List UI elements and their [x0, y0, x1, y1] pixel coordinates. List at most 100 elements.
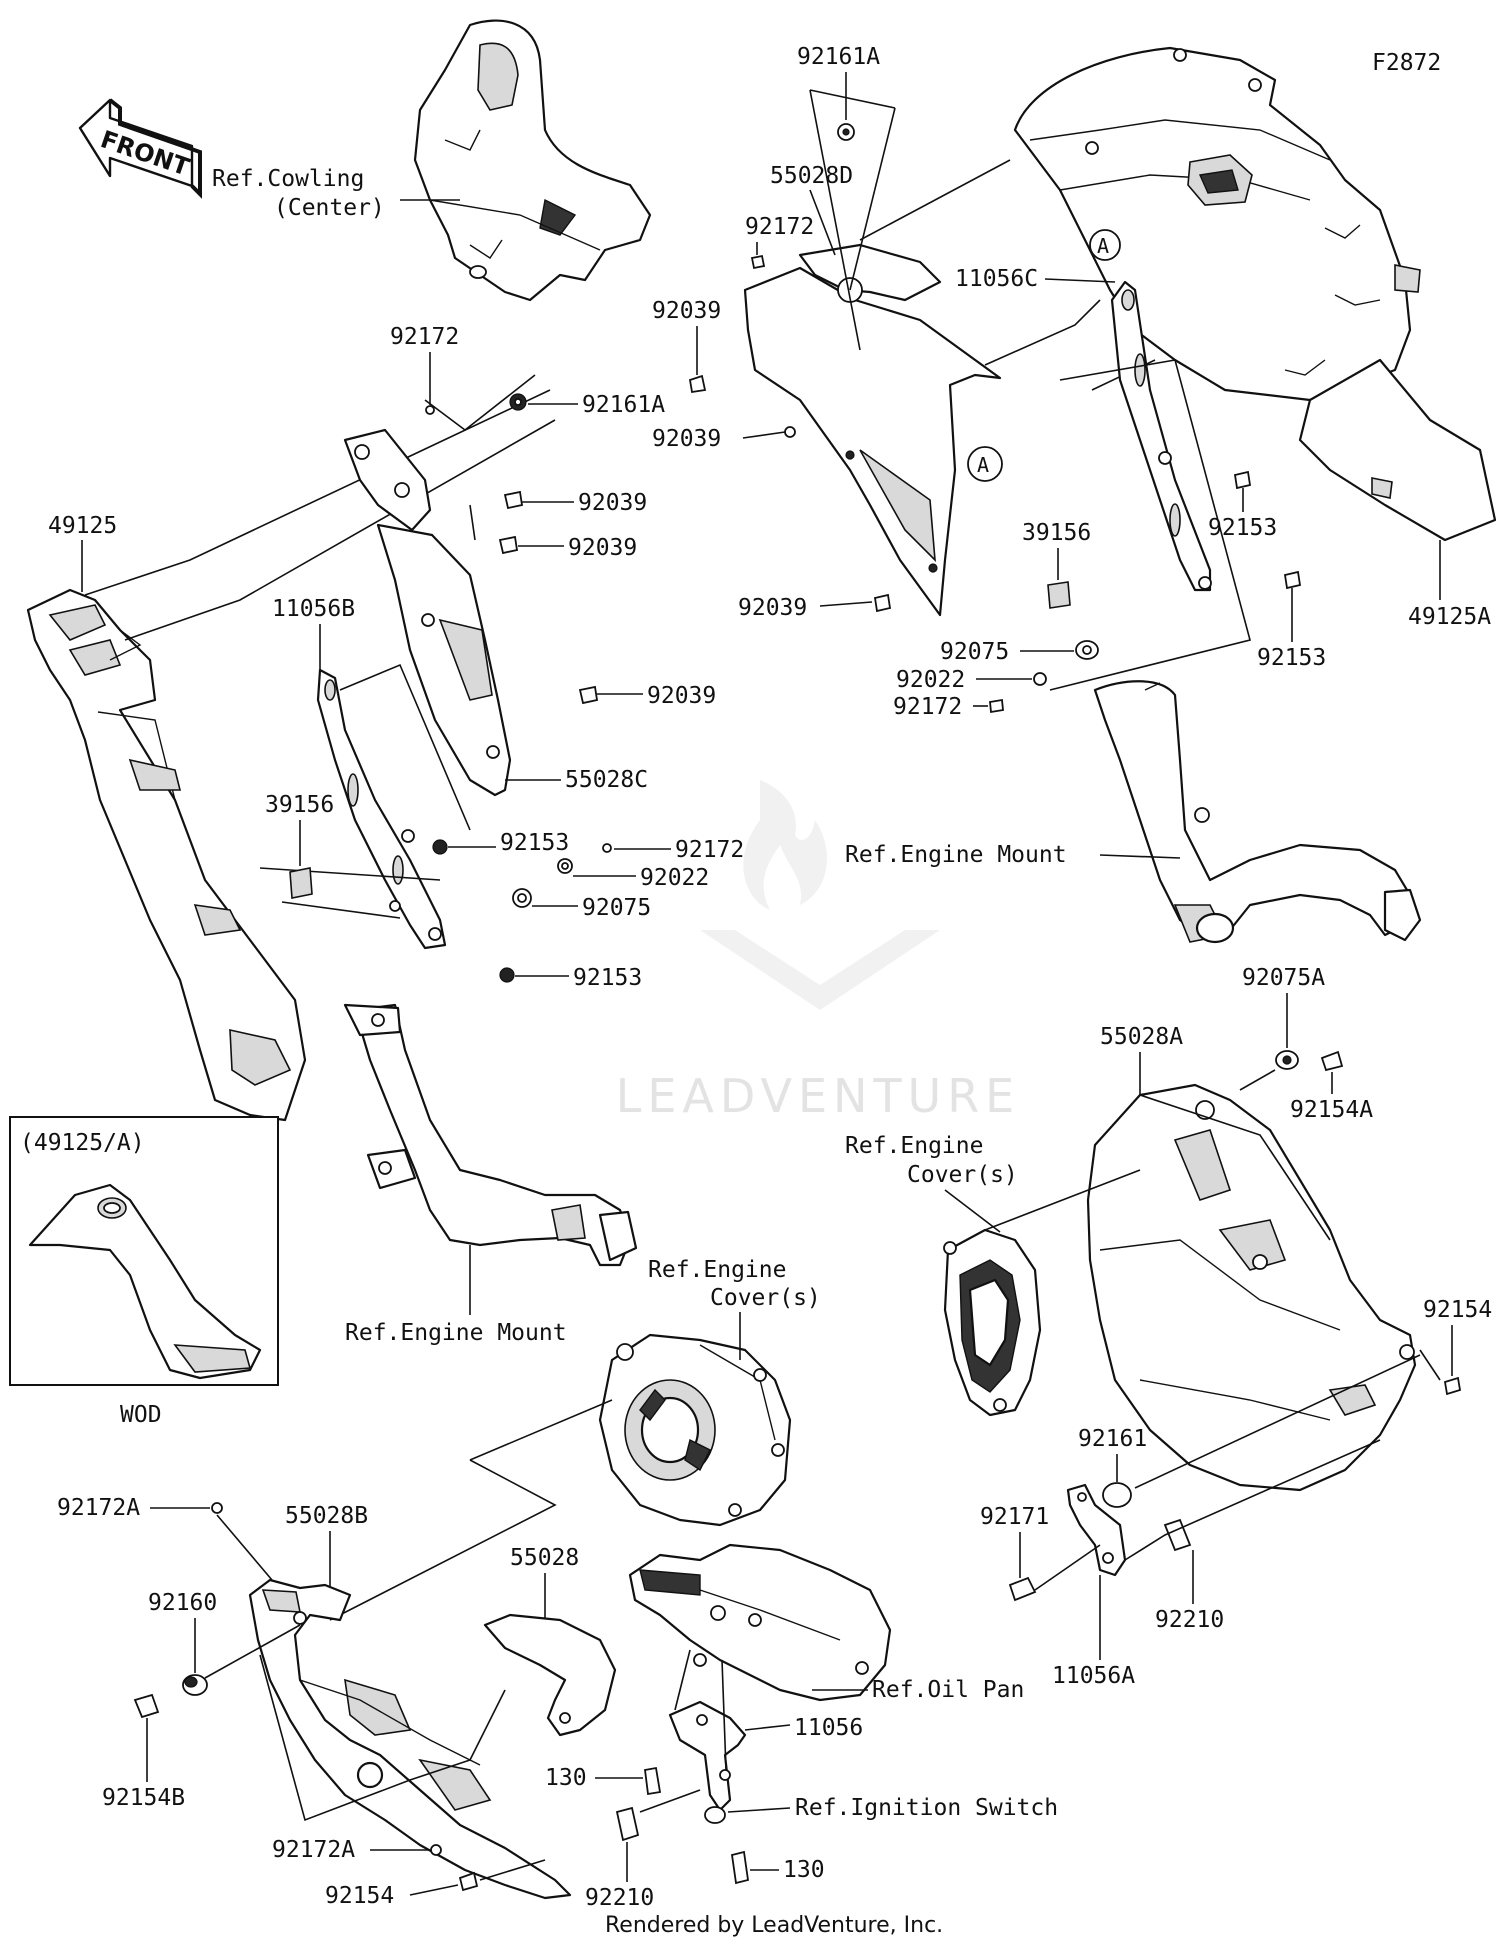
part-92210-lower [615, 1806, 640, 1842]
callout-55028D: 55028D [770, 163, 853, 189]
part-92154-right [1443, 1376, 1462, 1396]
part-49125 [26, 588, 307, 1122]
callout-49125A: 49125A [1408, 604, 1491, 630]
part-55028B [248, 1578, 572, 1900]
inset-title: (49125/A) [20, 1130, 145, 1156]
part-130-upper [644, 1766, 662, 1796]
ignition-switch-grommet [704, 1806, 726, 1824]
callout-49125: 49125 [48, 513, 117, 539]
callout-92039-left3: 92039 [647, 683, 716, 709]
callout-92022-right: 92022 [896, 667, 965, 693]
callout-92171: 92171 [980, 1504, 1049, 1530]
callout-55028C: 55028C [565, 767, 648, 793]
ref-engine-cover-right-line2: Cover(s) [907, 1162, 1018, 1188]
callout-130-lower: 130 [783, 1857, 825, 1883]
part-11056A [1066, 1483, 1127, 1577]
callout-A-upper: A [1097, 234, 1109, 258]
ref-engine-cover-center-line1: Ref.Engine [648, 1257, 786, 1283]
callout-92154B: 92154B [102, 1785, 185, 1811]
part-55028D [743, 243, 1002, 617]
callout-92161A-top: 92161A [797, 44, 880, 70]
ref-engine-cover-center-line2: Cover(s) [710, 1285, 821, 1311]
callout-55028B: 55028B [285, 1503, 368, 1529]
callout-130-upper: 130 [545, 1765, 587, 1791]
callout-92161A-left: 92161A [582, 392, 665, 418]
part-39156-right [1047, 581, 1071, 609]
part-92154B [133, 1693, 160, 1719]
footer-credit: Rendered by LeadVenture, Inc. [605, 1913, 943, 1938]
callout-A-lower: A [977, 453, 989, 477]
callout-39156-left: 39156 [265, 792, 334, 818]
engine-cover-center [598, 1333, 792, 1527]
ref-engine-mount-right: Ref.Engine Mount [845, 842, 1067, 868]
ref-engine-cover-right-line1: Ref.Engine [845, 1133, 983, 1159]
callout-11056B: 11056B [272, 596, 355, 622]
callout-92161: 92161 [1078, 1426, 1147, 1452]
callout-92022-left: 92022 [640, 865, 709, 891]
callout-92154-lower: 92154 [325, 1883, 394, 1909]
callout-55028: 55028 [510, 1545, 579, 1571]
oil-pan [628, 1543, 892, 1702]
watermark-text: LEADVENTURE [616, 1069, 1021, 1123]
callout-92039-left2: 92039 [568, 535, 637, 561]
part-55028C [343, 428, 512, 797]
callout-11056C: 11056C [955, 266, 1038, 292]
cowling-center [413, 19, 652, 302]
callout-92153-left1: 92153 [500, 830, 569, 856]
callout-92160: 92160 [148, 1590, 217, 1616]
figure-code: F2872 [1372, 50, 1441, 76]
part-92172A-upper [211, 1502, 223, 1514]
callout-92075-left: 92075 [582, 895, 651, 921]
callout-labels: 92161A 55028D 92172 92039 92039 A 11056C… [48, 44, 1492, 1911]
watermark-logo [700, 780, 940, 1010]
callout-92172A-upper: 92172A [57, 1495, 140, 1521]
part-55028 [483, 1613, 617, 1737]
callout-92075-right: 92075 [940, 639, 1009, 665]
ref-engine-mount-left: Ref.Engine Mount [345, 1320, 567, 1346]
part-11056C [1110, 280, 1212, 592]
callout-55028A: 55028A [1100, 1024, 1183, 1050]
callout-92075A: 92075A [1242, 965, 1325, 991]
callout-11056: 11056 [794, 1715, 863, 1741]
ref-cowling-line2: (Center) [274, 195, 385, 221]
ref-ignition-switch: Ref.Ignition Switch [795, 1795, 1058, 1821]
front-arrow-icon: FRONT [78, 98, 202, 199]
callout-92172-right: 92172 [893, 694, 962, 720]
callout-92172-left2: 92172 [675, 837, 744, 863]
part-92171 [1008, 1576, 1037, 1602]
part-92172A-lower [430, 1844, 442, 1856]
part-55028A [1086, 1083, 1417, 1492]
hardware-left [425, 393, 612, 983]
hardware-upper-center [688, 123, 892, 613]
callout-92039-center: 92039 [738, 595, 807, 621]
part-92154A [1320, 1050, 1344, 1072]
callout-92039-upper2: 92039 [652, 426, 721, 452]
callout-92153-right1: 92153 [1208, 515, 1277, 541]
part-11056 [668, 1700, 747, 1812]
callout-11056A: 11056A [1052, 1663, 1135, 1689]
part-92210-right [1163, 1518, 1192, 1552]
part-92161 [1102, 1482, 1132, 1508]
callout-92039-left1: 92039 [578, 490, 647, 516]
ref-cowling-line1: Ref.Cowling [212, 166, 364, 192]
ref-oil-pan: Ref.Oil Pan [872, 1677, 1024, 1703]
callout-92153-right2: 92153 [1257, 645, 1326, 671]
callout-92039-upper1: 92039 [652, 298, 721, 324]
inset-caption: WOD [120, 1402, 162, 1428]
inset-box [9, 1116, 279, 1386]
part-11056B [316, 668, 447, 950]
part-130-lower [730, 1850, 750, 1885]
part-49125A [1013, 46, 1497, 542]
callout-92172-left: 92172 [390, 324, 459, 350]
callout-92172A-lower: 92172A [272, 1837, 355, 1863]
part-39156-left [289, 867, 313, 899]
callout-39156-right: 39156 [1022, 520, 1091, 546]
callout-92210-lower: 92210 [585, 1885, 654, 1911]
callout-92210-right: 92210 [1155, 1607, 1224, 1633]
callout-92154-right: 92154 [1423, 1297, 1492, 1323]
engine-cover-right [943, 1228, 1042, 1417]
hardware-right [989, 470, 1302, 714]
callout-92153-left2: 92153 [573, 965, 642, 991]
callout-92154A: 92154A [1290, 1097, 1373, 1123]
